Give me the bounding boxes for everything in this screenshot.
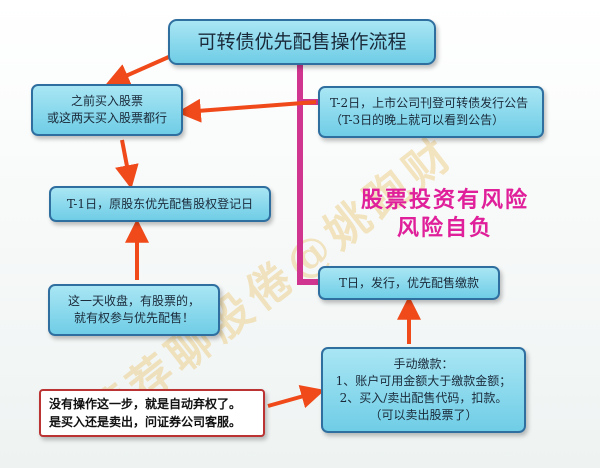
box-buy-before: 之前买入股票 或这两天买入股票都行 (31, 84, 183, 136)
arrow-buy-to-t1 (115, 139, 139, 190)
arrow-t2-to-buy (176, 98, 317, 123)
close-hold-line2: 就有权参与优先配售！ (73, 311, 194, 325)
risk-line1: 股票投资有风险 (360, 187, 529, 213)
close-hold-line1: 这一天收盘，有股票的， (67, 294, 200, 308)
title-text: 可转债优先配售操作流程 (197, 30, 407, 53)
no-action-line2: 是买入还是卖出，问证券公司客服。 (49, 415, 242, 429)
box-t1-record: T-1日，原股东优先配售股权登记日 (49, 186, 271, 222)
t2-line1: T-2日，上市公司刊登可转债发行公告 (330, 96, 529, 110)
buy-before-line2: 或这两天买入股票都行 (46, 111, 167, 125)
page-title: 可转债优先配售操作流程 (168, 19, 436, 65)
manual-pay-line2: 1、账户可用金额大于缴款金额； (335, 374, 512, 388)
box-close-hold: 这一天收盘，有股票的， 就有权参与优先配售！ (48, 284, 220, 336)
risk-line2: 风险自负 (396, 215, 493, 241)
box-t2-announce: T-2日，上市公司刊登可转债发行公告 （T-3日的晚上就可以看到公告） (318, 86, 544, 138)
t2-line2: （T-3日的晚上就可以看到公告） (330, 113, 505, 127)
box-no-action: 没有操作这一步，就是自动弃权了。 是买入还是卖出，问证券公司客服。 (39, 389, 265, 437)
timeline-spine (297, 62, 321, 285)
manual-pay-line1: 手动缴款： (393, 357, 454, 371)
t-day-text: T日，发行，优先配售缴款 (338, 275, 479, 290)
risk-warning: 股票投资有风险 风险自负 (360, 186, 530, 242)
arrow-noaction-to-manual (267, 384, 325, 409)
manual-pay-line3: 2、买入/卖出配售代码，扣款。 (339, 391, 508, 405)
no-action-line1: 没有操作这一步，就是自动弃权了。 (49, 397, 242, 411)
buy-before-line1: 之前买入股票 (70, 94, 143, 108)
t1-text: T-1日，原股东优先配售股权登记日 (66, 196, 254, 211)
box-manual-pay: 手动缴款： 1、账户可用金额大于缴款金额； 2、买入/卖出配售代码，扣款。 （可… (321, 347, 526, 433)
box-t-day-pay: T日，发行，优先配售缴款 (318, 266, 500, 300)
manual-pay-line4: （可以卖出股票了） (369, 408, 478, 422)
